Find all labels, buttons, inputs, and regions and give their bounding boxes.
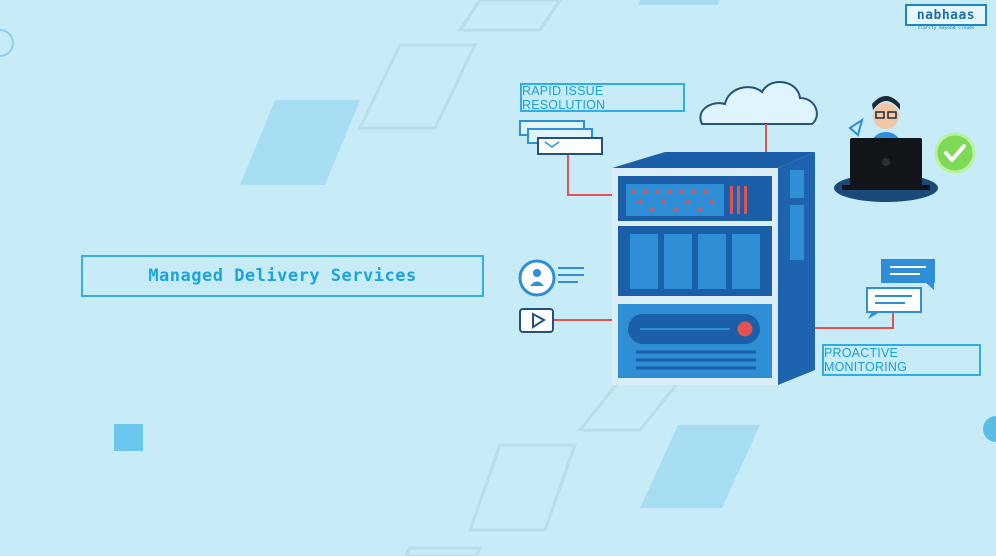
edge-circle-right <box>983 416 996 442</box>
brand-logo[interactable]: nabhaas <box>905 4 987 26</box>
rapid-issue-resolution-label: RAPID ISSUE RESOLUTION <box>520 83 685 112</box>
check-icon <box>934 132 976 174</box>
cloud-icon <box>699 80 818 125</box>
mail-icon <box>519 120 603 155</box>
profile-card-icon <box>518 259 584 297</box>
play-icon <box>519 308 554 333</box>
headline-box: Managed Delivery Services <box>81 255 484 297</box>
edge-circle-left <box>0 29 14 57</box>
decorative-square <box>114 424 143 451</box>
server-rack-icon <box>612 152 815 385</box>
user-laptop-icon <box>834 96 938 202</box>
page-title: Managed Delivery Services <box>148 266 417 286</box>
decorative-outline-shapes <box>357 0 684 556</box>
chat-bubble-icon <box>866 259 935 319</box>
proactive-monitoring-label: PROACTIVE MONITORING <box>822 344 981 376</box>
decorative-filled-shapes <box>240 0 760 508</box>
brand-tagline: clarity beyond clouds <box>917 26 975 31</box>
